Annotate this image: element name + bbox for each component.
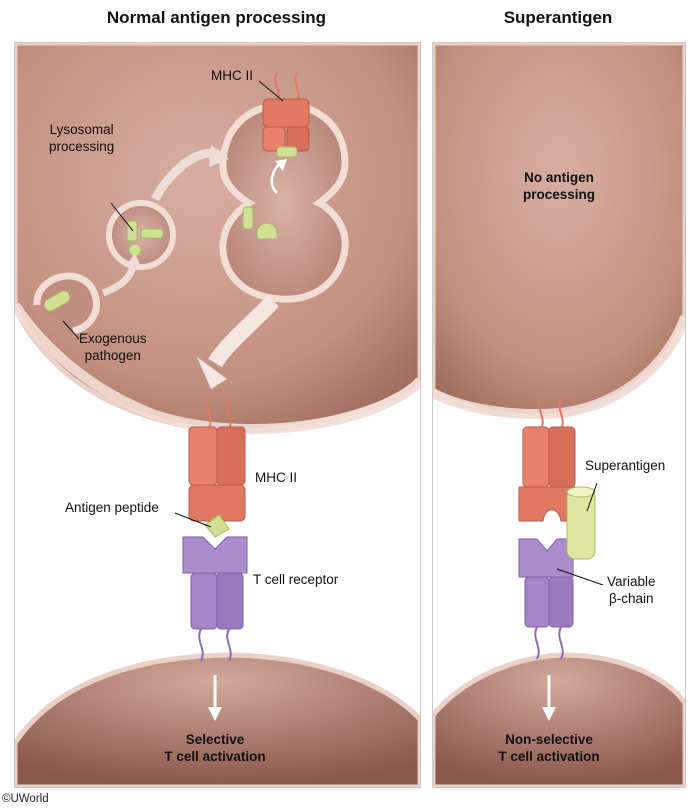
normal-antigen-illustration [15,43,420,787]
t-cell-receptor-shape [182,536,248,662]
arrow-to-surface [208,295,279,368]
label-no-antigen-processing: No antigen processing [522,170,596,202]
leader-variable-chain [556,568,604,586]
antigen-peptide-shape [204,514,230,538]
label-selective-activation: Selective T cell activation [164,732,266,764]
label-t-cell-receptor: T cell receptor [253,572,339,587]
leader-mhc-top [258,80,284,102]
normal-antigen-panel: MHC II Lysosomal processing Exogenous pa… [14,42,421,788]
label-mhc-ii-surface: MHC II [255,470,297,485]
superantigen-panel: No antigen processing Superantigen Varia… [432,42,686,788]
title-normal-antigen-processing: Normal antigen processing [106,8,327,27]
copyright-uworld: ©UWorld [2,793,49,805]
mhc-ii-in-vesicle [262,72,310,152]
endocytosis-pocket [33,272,100,335]
superantigen-shape [566,486,596,560]
label-variable-beta-chain: Variable β-chain [607,574,656,606]
apc-cell-right [433,43,685,419]
label-non-selective-activation: Non-selective T cell activation [498,732,600,764]
leader-lysosomal [110,202,134,232]
label-exogenous-pathogen: Exogenous pathogen [79,331,147,363]
label-superantigen: Superantigen [585,458,666,473]
superantigen-tcr [518,538,574,660]
exogenous-pathogen-shape [43,290,71,312]
leader-exogenous [62,320,80,340]
label-lysosomal-processing: Lysosomal processing [49,122,115,154]
t-cell-right [433,652,685,787]
leader-antigen-peptide [174,512,212,528]
label-antigen-peptide: Antigen peptide [65,500,159,515]
vesicle-antigen-fragments [242,146,298,240]
label-mhc-ii-top: MHC II [211,68,253,83]
title-superantigen: Superantigen [503,8,613,27]
superantigen-mhc-ii [518,398,576,522]
arrow-pocket-to-lysosome [101,264,137,297]
leader-superantigen [586,482,598,512]
surface-mhc-ii [188,398,246,522]
superantigen-illustration [433,43,685,787]
t-cell [15,652,420,787]
